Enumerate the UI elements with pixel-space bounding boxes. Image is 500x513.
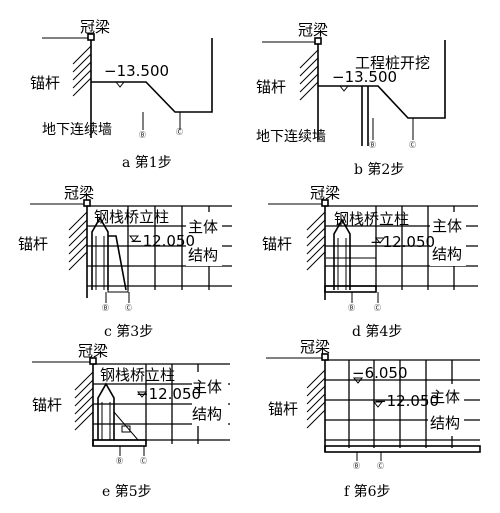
excavation-line	[318, 40, 446, 119]
anchors	[72, 45, 92, 97]
crown-beam-label: 冠梁	[80, 18, 110, 36]
axis-b-label: Ⓑ	[353, 462, 360, 470]
crown-beam-label: 冠梁	[64, 184, 94, 202]
elevation-label: −12.050	[374, 392, 439, 410]
axis-b-label: Ⓑ	[369, 141, 376, 149]
structure-label-line2: 结构	[432, 245, 462, 263]
column-label: 钢栈桥立柱	[100, 366, 175, 384]
elevation-marker	[374, 237, 386, 244]
structure-label-line1: 主体	[432, 217, 462, 235]
label-mask	[186, 212, 222, 266]
structure-label-line1: 主体	[430, 388, 460, 406]
label-mask	[428, 384, 464, 436]
elevation-label: −12.050	[136, 385, 201, 403]
anchors	[74, 371, 94, 431]
elevation-marker	[338, 85, 350, 92]
anchor-label: 锚杆	[30, 74, 60, 92]
column-label: 钢栈桥立柱	[94, 208, 169, 226]
elevation-label: −12.050	[370, 233, 435, 251]
base-slab	[324, 445, 481, 453]
axis-b-label: Ⓑ	[102, 304, 109, 312]
column-label: 钢栈桥立柱	[334, 210, 409, 228]
axis-c-label: Ⓒ	[409, 141, 416, 149]
anchor-label: 锚杆	[268, 400, 298, 418]
caption: e 第5步	[102, 483, 152, 500]
elevation-marker	[136, 391, 148, 398]
elevation-marker	[114, 81, 126, 88]
axis-b-label: Ⓑ	[348, 304, 355, 312]
axis-c-label: Ⓒ	[176, 128, 183, 136]
base-slab	[92, 439, 147, 447]
temporary-brace	[113, 411, 139, 441]
panel-c: 冠梁 锚杆 钢栈桥立柱 −12.050 主体 结构 Ⓑ Ⓒ c 第3步	[18, 184, 232, 340]
panel-e: 冠梁 锚杆 钢栈桥立柱 −12.050 主体 结构 Ⓑ Ⓒ e 第5步	[32, 342, 230, 500]
crown-beam-label: 冠梁	[298, 21, 328, 39]
structure-label-line2: 结构	[188, 246, 218, 264]
caption: f 第6步	[344, 483, 391, 500]
pile-excavation-label: 工程桩开挖	[355, 54, 430, 72]
caption: d 第4步	[352, 323, 402, 340]
caption: c 第3步	[104, 323, 153, 340]
base-slab	[107, 285, 129, 293]
caption: b 第2步	[354, 161, 404, 178]
anchors	[306, 211, 326, 271]
crown-beam-label: 冠梁	[300, 338, 330, 356]
bridge-column	[97, 382, 115, 440]
axis-c-label: Ⓒ	[125, 304, 132, 312]
elevation-marker	[372, 401, 384, 408]
structure-frame	[325, 359, 480, 448]
crown-beam-label: 冠梁	[78, 342, 108, 360]
anchor-label: 锚杆	[18, 235, 48, 253]
wall-label: 地下连续墙	[42, 121, 112, 138]
crown-beam-label: 冠梁	[310, 184, 340, 202]
panel-a: 冠梁 锚杆 −13.500 地下连续墙 Ⓑ Ⓒ a 第1步	[30, 18, 213, 171]
anchor-label: 锚杆	[32, 396, 62, 414]
elevation-marker-top	[352, 377, 364, 384]
axis-c-label: Ⓒ	[140, 457, 147, 465]
bridge-column	[333, 218, 351, 290]
anchors	[306, 369, 326, 429]
structure-label-line1: 主体	[188, 218, 218, 236]
elevation-top-label: −6.050	[352, 364, 408, 382]
panel-f: 冠梁 锚杆 −6.050 −12.050 主体 结构 Ⓑ Ⓒ f 第6步	[266, 338, 481, 500]
elevation-marker	[128, 235, 140, 242]
bridge-column	[91, 216, 109, 290]
elevation-label: −13.500	[104, 62, 169, 80]
label-mask	[192, 372, 228, 426]
label-mask	[430, 212, 466, 266]
caption: a 第1步	[122, 154, 172, 171]
anchor-label: 锚杆	[256, 78, 286, 96]
axis-c-label: Ⓒ	[374, 304, 381, 312]
excavation-slope	[108, 235, 127, 291]
structure-label-line2: 结构	[430, 414, 460, 432]
panel-b: 冠梁 锚杆 −13.500 工程桩开挖 地下连续墙 Ⓑ Ⓒ b 第2步	[256, 21, 446, 178]
structure-label-line1: 主体	[192, 378, 222, 396]
axis-b-label: Ⓑ	[139, 131, 146, 139]
axis-c-label: Ⓒ	[377, 462, 384, 470]
elevation-label: −13.500	[332, 68, 397, 86]
wall-label: 地下连续墙	[256, 128, 326, 145]
elevation-label: −12.050	[130, 232, 195, 250]
axis-b-label: Ⓑ	[116, 457, 123, 465]
panel-d: 冠梁 锚杆 钢栈桥立柱 −12.050 主体 结构 Ⓑ Ⓒ d 第4步	[262, 184, 478, 340]
anchor-label: 锚杆	[262, 235, 292, 253]
anchors	[299, 49, 319, 101]
base-slab	[324, 285, 377, 293]
structure-label-line2: 结构	[192, 405, 222, 423]
anchors	[68, 211, 88, 271]
